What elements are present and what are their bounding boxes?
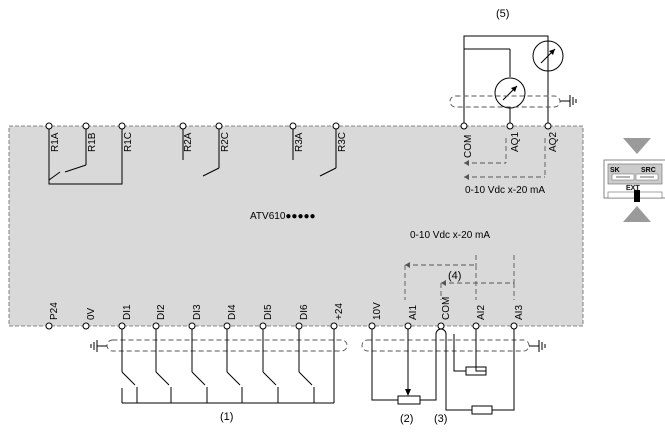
terminal-r1b bbox=[82, 122, 90, 130]
terminal-r2c bbox=[215, 122, 223, 130]
terminal-r1c bbox=[118, 122, 126, 130]
arrow-up-icon bbox=[623, 206, 651, 222]
terminal-r2a bbox=[179, 122, 187, 130]
potentiometer-wiring bbox=[371, 328, 447, 405]
relay-1 bbox=[48, 126, 123, 185]
label-ai2: AI2 bbox=[476, 305, 487, 320]
label-r2a: R2A bbox=[183, 132, 194, 152]
arrow-down-icon bbox=[623, 138, 651, 154]
ground-bottom-right-icon bbox=[529, 340, 546, 352]
analog-meters-wiring bbox=[463, 35, 549, 126]
callout-4: (4) bbox=[448, 270, 461, 282]
terminal-ai2 bbox=[472, 322, 480, 330]
label-aq1: AQ1 bbox=[510, 132, 521, 152]
label-aq2: AQ2 bbox=[548, 132, 559, 152]
label-r1c: R1C bbox=[123, 132, 134, 152]
label-di1: DI1 bbox=[122, 304, 133, 320]
callout-3: (3) bbox=[434, 413, 447, 425]
terminal-ai3 bbox=[510, 322, 518, 330]
terminal-di6 bbox=[295, 322, 303, 330]
terminal-di1 bbox=[118, 322, 126, 330]
output-range-arrows bbox=[464, 138, 546, 180]
output-range-label: 0-10 Vdc x-20 mA bbox=[465, 185, 545, 196]
input-range-arrows bbox=[404, 255, 515, 300]
label-r3a: R3A bbox=[294, 132, 305, 152]
label-com-bottom: COM bbox=[441, 297, 452, 320]
label-com-top: COM bbox=[463, 135, 474, 158]
input-range-label: 0-10 Vdc x-20 mA bbox=[410, 230, 490, 241]
label-di6: DI6 bbox=[299, 304, 310, 320]
terminal-di4 bbox=[223, 322, 231, 330]
switch-label-ext: EXT bbox=[626, 185, 640, 192]
label-p24: P24 bbox=[49, 302, 60, 320]
terminal-aq1 bbox=[506, 122, 514, 130]
terminal-di2 bbox=[152, 322, 160, 330]
callout-5: (5) bbox=[496, 8, 509, 20]
analog-sensor-wiring bbox=[445, 329, 515, 415]
label-di4: DI4 bbox=[227, 304, 238, 320]
terminal-p24 bbox=[45, 322, 53, 330]
label-di5: DI5 bbox=[263, 304, 274, 320]
terminal-r3c bbox=[332, 122, 340, 130]
terminal-aq2 bbox=[544, 122, 552, 130]
terminal-di3 bbox=[188, 322, 196, 330]
label-di3: DI3 bbox=[192, 304, 203, 320]
switch-label-src: SRC bbox=[641, 167, 656, 174]
terminal-r1a bbox=[45, 122, 53, 130]
label-r1a: R1A bbox=[50, 132, 61, 152]
meter-1-icon bbox=[494, 77, 526, 109]
terminal-com-bottom bbox=[437, 322, 445, 330]
relay-3 bbox=[292, 126, 337, 177]
label-plus24: +24 bbox=[334, 303, 345, 320]
switch-label-sk: SK bbox=[610, 167, 620, 174]
ground-top-icon bbox=[560, 95, 577, 107]
label-ai1: AI1 bbox=[408, 305, 419, 320]
terminal-r3a bbox=[289, 122, 297, 130]
callout-1: (1) bbox=[220, 411, 233, 423]
label-0v: 0V bbox=[86, 307, 97, 320]
label-r3c: R3C bbox=[337, 132, 348, 152]
sink-source-switch: SK SRC EXT bbox=[603, 138, 665, 222]
switch-slider bbox=[634, 190, 640, 202]
terminal-ai1 bbox=[404, 322, 412, 330]
digital-input-switches bbox=[121, 329, 335, 404]
label-r1b: R1B bbox=[87, 132, 98, 152]
callout-2: (2) bbox=[400, 413, 413, 425]
drive-model-label: ATV610●●●●● bbox=[250, 211, 316, 222]
terminal-0v bbox=[82, 322, 90, 330]
label-r2c: R2C bbox=[220, 132, 231, 152]
terminal-10v bbox=[368, 322, 376, 330]
terminal-plus24 bbox=[330, 322, 338, 330]
label-ai3: AI3 bbox=[514, 305, 525, 320]
terminal-com-top bbox=[460, 122, 468, 130]
meter-2-icon bbox=[532, 40, 564, 72]
relay-2 bbox=[182, 126, 220, 177]
ground-bottom-left-icon bbox=[90, 340, 107, 352]
terminal-di5 bbox=[259, 322, 267, 330]
label-di2: DI2 bbox=[156, 304, 167, 320]
label-10v: 10V bbox=[372, 302, 383, 320]
drive-body bbox=[8, 125, 584, 327]
